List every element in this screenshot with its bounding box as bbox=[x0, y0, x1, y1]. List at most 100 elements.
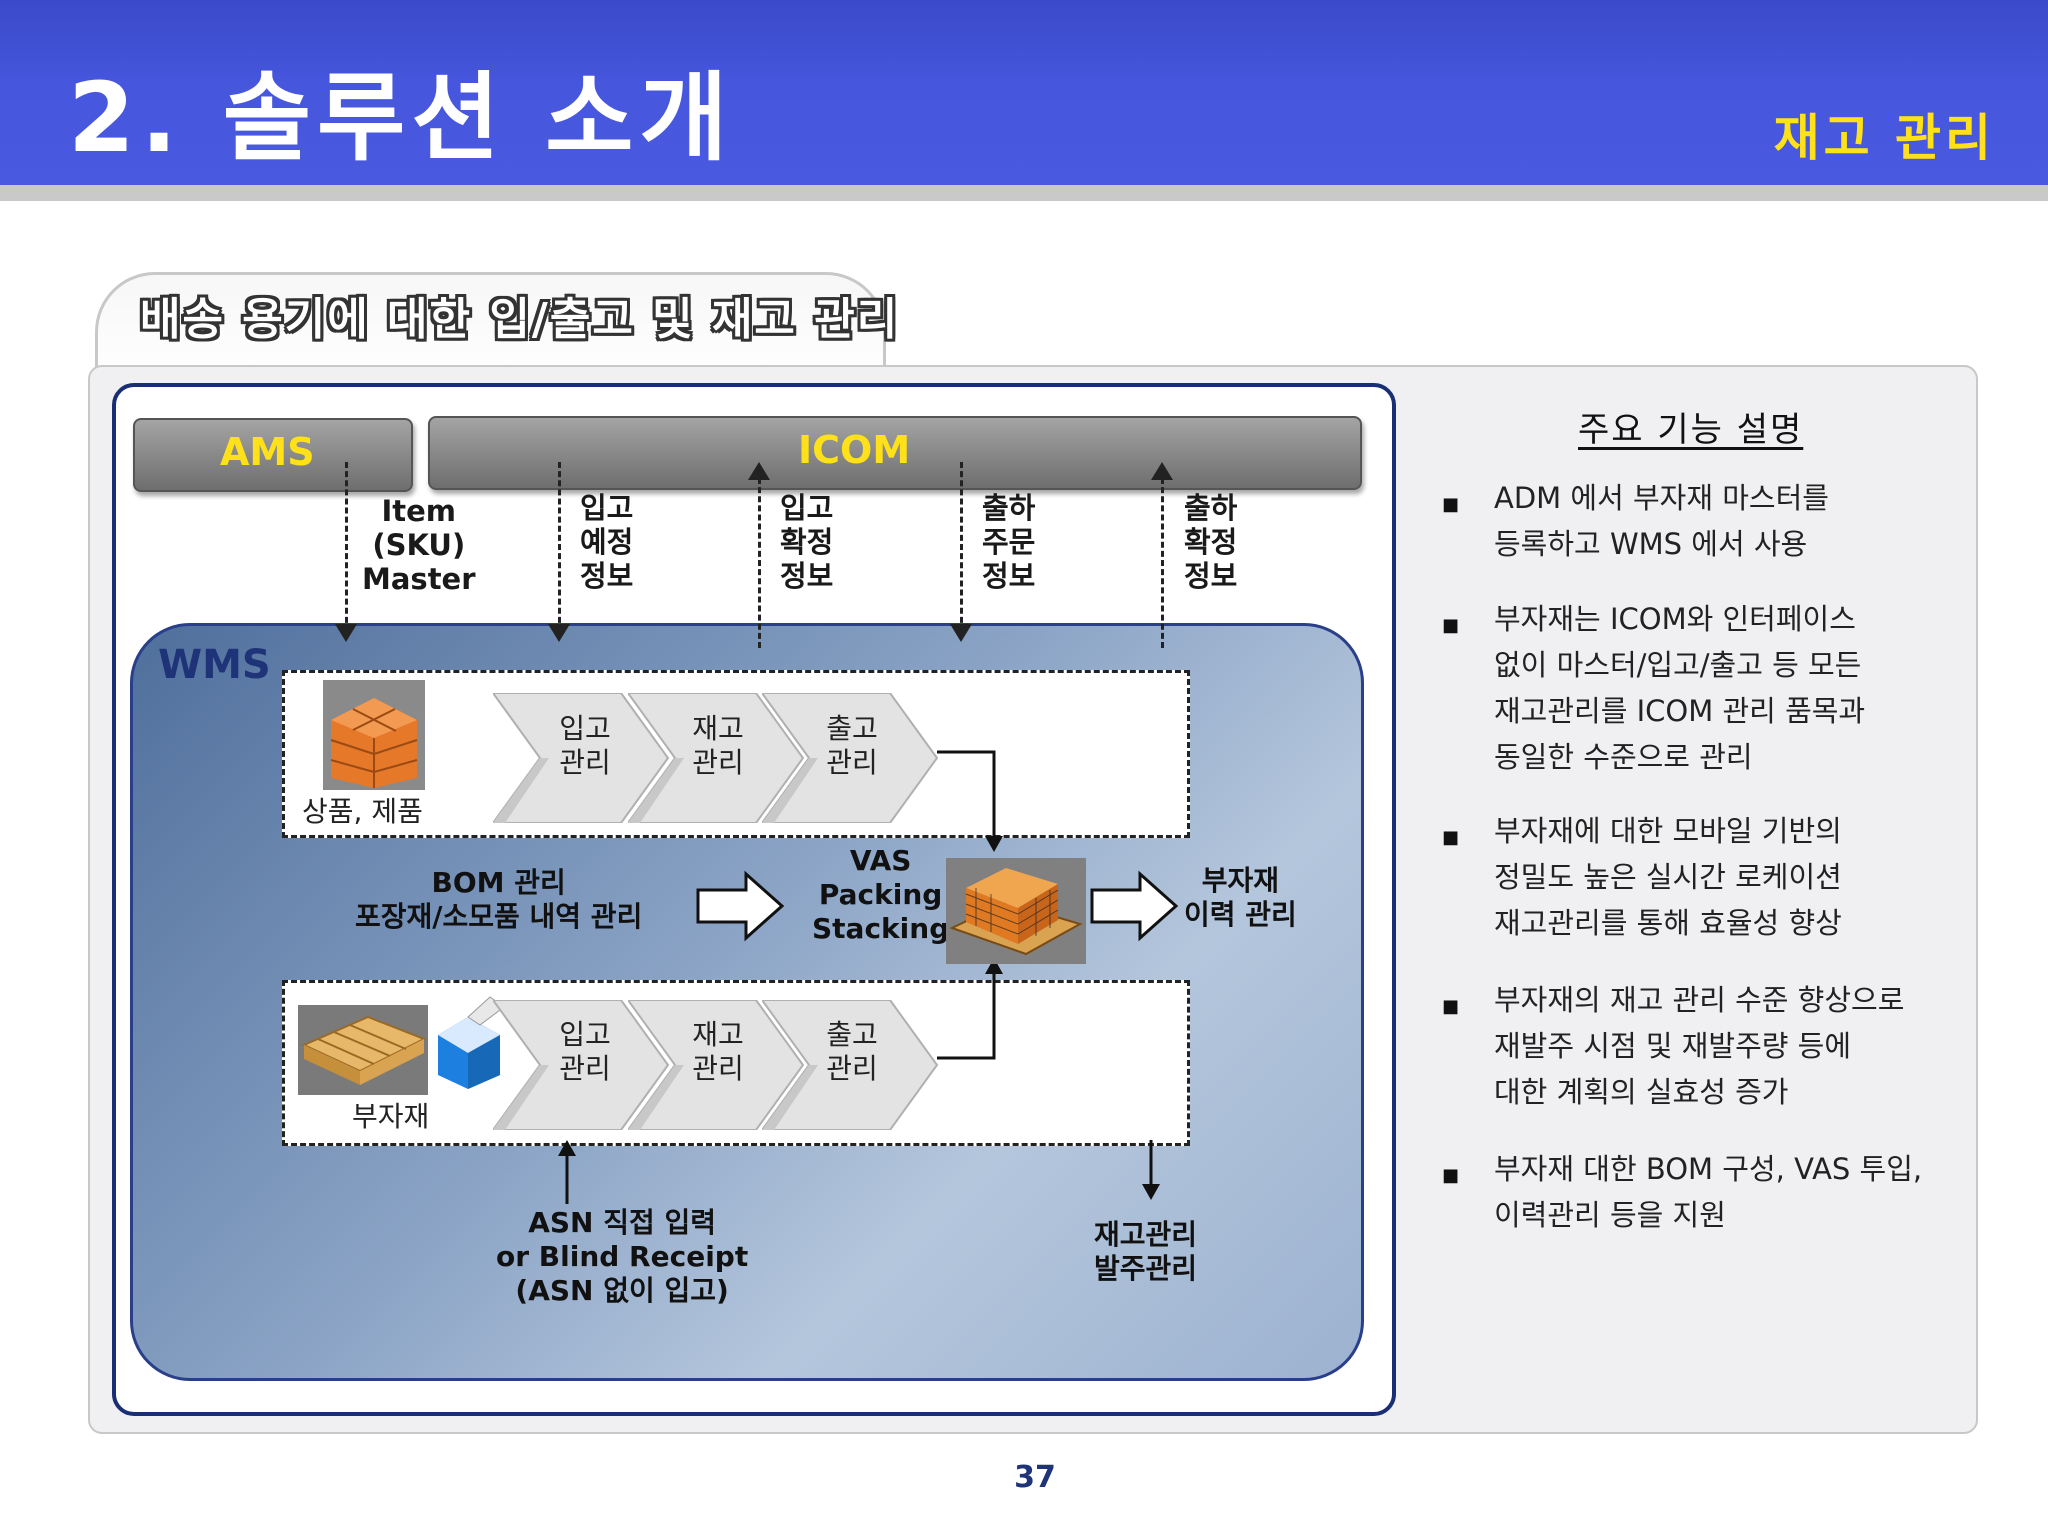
arrow-right-icon bbox=[1090, 870, 1179, 942]
slide-topic: 재고 관리 bbox=[1773, 109, 1995, 167]
ams-label: AMS bbox=[220, 430, 315, 474]
flow-label-line: 입고 bbox=[580, 491, 634, 525]
feature-line: 동일한 수준으로 관리 bbox=[1494, 740, 1753, 774]
arrow-up-icon bbox=[748, 462, 770, 480]
wms-label: WMS bbox=[158, 642, 271, 688]
flow-line-sku bbox=[345, 462, 348, 632]
asn-text: ASN 직접 입력 or Blind Receipt (ASN 없이 입고) bbox=[496, 1206, 748, 1308]
feature-line: 부자재의 재고 관리 수준 향상으로 bbox=[1494, 983, 1905, 1017]
step-label: 관리 bbox=[692, 746, 744, 779]
step-label: 출고 bbox=[826, 1018, 878, 1051]
arrow-down-icon bbox=[335, 624, 357, 642]
chevron-step-icon bbox=[628, 1000, 805, 1130]
step-label: 입고 bbox=[559, 1018, 611, 1051]
section-tab-title: 배송 용기에 대한 입/출고 및 재고 관리 bbox=[140, 294, 900, 345]
feature-line: 부자재는 ICOM와 인터페이스 bbox=[1494, 602, 1856, 636]
step-label: 관리 bbox=[826, 746, 878, 779]
reorder-text: 재고관리 발주관리 bbox=[1094, 1218, 1197, 1286]
feature-item: 부자재의 재고 관리 수준 향상으로 재발주 시점 및 재발주량 등에 대한 계… bbox=[1494, 977, 1904, 1115]
flow-label-ship-confirm: 출하 확정 정보 bbox=[1184, 491, 1237, 593]
arrow-down-icon bbox=[548, 624, 570, 642]
arrow-up-icon bbox=[558, 1140, 576, 1204]
feature-line: 부자재 대한 BOM 구성, VAS 투입, bbox=[1494, 1152, 1923, 1186]
flow-label-line: (SKU) bbox=[372, 528, 466, 562]
vas-text: VAS Packing Stacking bbox=[812, 844, 949, 946]
bottom-inbound-step: 입고 관리 bbox=[530, 1018, 640, 1086]
bullet-icon: ■ bbox=[1442, 615, 1460, 636]
vas-line: VAS bbox=[849, 844, 912, 877]
page-number: 37 bbox=[1014, 1460, 1056, 1495]
step-label: 재고 bbox=[692, 1018, 744, 1051]
feature-item: 부자재는 ICOM와 인터페이스 없이 마스터/입고/출고 등 모든 재고관리를… bbox=[1494, 596, 1865, 780]
wrapped-pallet-icon bbox=[946, 858, 1086, 964]
bom-text: BOM 관리 포장재/소모품 내역 관리 bbox=[355, 866, 642, 934]
history-line: 이력 관리 bbox=[1184, 898, 1297, 931]
feature-item: 부자재 대한 BOM 구성, VAS 투입, 이력관리 등을 지원 bbox=[1494, 1146, 1922, 1238]
chevron-step-icon bbox=[493, 1000, 670, 1130]
flow-label-line: 정보 bbox=[780, 559, 834, 593]
flow-line-inbound-plan bbox=[558, 462, 561, 632]
feature-line: 이력관리 등을 지원 bbox=[1494, 1198, 1726, 1232]
bullet-icon: ■ bbox=[1442, 996, 1460, 1017]
top-outbound-step: 출고 관리 bbox=[797, 712, 907, 780]
bom-line: 포장재/소모품 내역 관리 bbox=[355, 900, 643, 933]
features-title: 주요 기능 설명 bbox=[1578, 410, 1804, 450]
flow-line-ship-order bbox=[960, 462, 963, 632]
chevron-step-icon bbox=[762, 1000, 939, 1130]
step-label: 재고 bbox=[692, 712, 744, 745]
box-icon bbox=[438, 996, 505, 1089]
step-label: 입고 bbox=[559, 712, 611, 745]
bullet-icon: ■ bbox=[1442, 494, 1460, 515]
history-line: 부자재 bbox=[1201, 864, 1280, 897]
flow-label-line: 확정 bbox=[780, 525, 834, 559]
vas-line: Packing bbox=[818, 878, 943, 911]
chevron-step-icon bbox=[493, 693, 670, 823]
product-caption: 상품, 제품 bbox=[302, 795, 423, 828]
chevron-step-icon bbox=[762, 693, 939, 823]
header-banner bbox=[0, 0, 2048, 185]
arrow-up-icon bbox=[1151, 462, 1173, 480]
asn-line: (ASN 없이 입고) bbox=[515, 1274, 729, 1307]
flow-label-inbound-confirm: 입고 확정 정보 bbox=[780, 491, 833, 593]
bullet-icon: ■ bbox=[1442, 1165, 1460, 1186]
feature-item: ADM 에서 부자재 마스터를 등록하고 WMS 에서 사용 bbox=[1494, 475, 1829, 567]
asn-line: or Blind Receipt bbox=[496, 1240, 749, 1273]
feature-line: 없이 마스터/입고/출고 등 모든 bbox=[1494, 648, 1862, 682]
step-label: 출고 bbox=[826, 712, 878, 745]
step-label: 관리 bbox=[692, 1052, 744, 1085]
flow-label-line: Master bbox=[362, 562, 476, 596]
arrow-right-icon bbox=[696, 870, 785, 942]
feature-line: 대한 계획의 실효성 증가 bbox=[1494, 1075, 1789, 1109]
flow-line-ship-confirm bbox=[1161, 478, 1164, 648]
flow-label-ship-order: 출하 주문 정보 bbox=[982, 491, 1035, 593]
reorder-line: 발주관리 bbox=[1094, 1252, 1198, 1285]
chevron-step-icon bbox=[628, 693, 805, 823]
step-label: 관리 bbox=[826, 1052, 878, 1085]
top-inbound-step: 입고 관리 bbox=[530, 712, 640, 780]
flow-label-line: 확정 bbox=[1184, 525, 1238, 559]
flow-label-inbound-plan: 입고 예정 정보 bbox=[580, 491, 633, 593]
bom-line: BOM 관리 bbox=[431, 866, 566, 899]
brick-icon bbox=[323, 680, 425, 790]
reorder-line: 재고관리 bbox=[1094, 1218, 1198, 1251]
feature-line: 정밀도 높은 실시간 로케이션 bbox=[1494, 860, 1842, 894]
top-stock-step: 재고 관리 bbox=[663, 712, 773, 780]
ams-bar bbox=[133, 418, 413, 492]
flow-label-line: 예정 bbox=[580, 525, 634, 559]
feature-item: 부자재에 대한 모바일 기반의 정밀도 높은 실시간 로케이션 재고관리를 통해… bbox=[1494, 808, 1842, 946]
slide-title: 2. 솔루션 소개 bbox=[68, 62, 734, 174]
bottom-stock-step: 재고 관리 bbox=[663, 1018, 773, 1086]
flow-label-line: 입고 bbox=[780, 491, 834, 525]
material-caption: 부자재 bbox=[352, 1100, 430, 1133]
flow-label-line: Item bbox=[381, 494, 457, 528]
step-label: 관리 bbox=[559, 1052, 611, 1085]
flow-label-line: 출하 bbox=[982, 491, 1036, 525]
feature-line: ADM 에서 부자재 마스터를 bbox=[1494, 481, 1829, 515]
feature-line: 부자재에 대한 모바일 기반의 bbox=[1494, 814, 1842, 848]
flow-label-line: 정보 bbox=[982, 559, 1036, 593]
material-history-text: 부자재 이력 관리 bbox=[1184, 864, 1297, 932]
flow-label-sku: Item (SKU) Master bbox=[362, 494, 476, 596]
feature-line: 재발주 시점 및 재발주량 등에 bbox=[1494, 1029, 1852, 1063]
asn-line: ASN 직접 입력 bbox=[528, 1206, 717, 1239]
step-label: 관리 bbox=[559, 746, 611, 779]
